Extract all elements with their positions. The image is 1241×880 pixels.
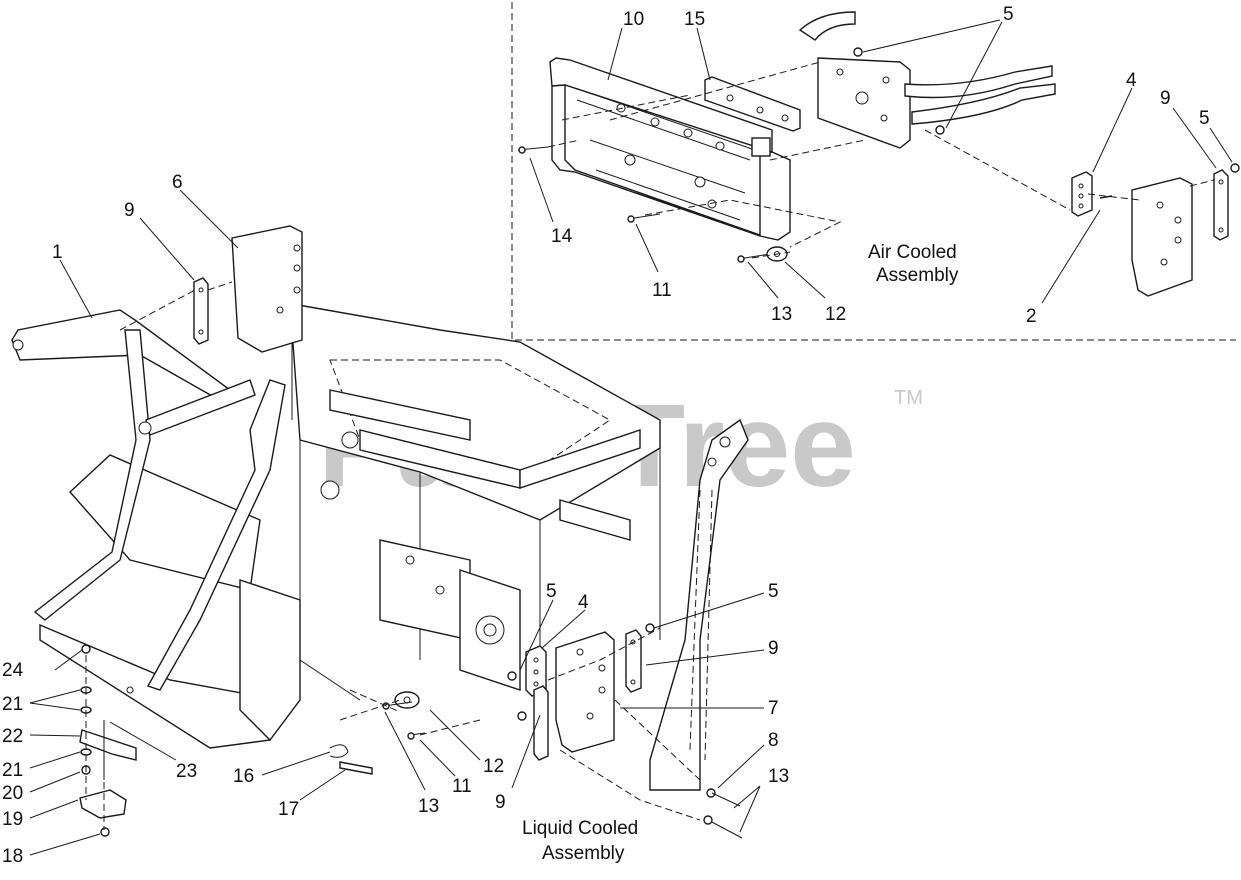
- air-plate-15: [704, 76, 801, 132]
- callout-air-13: 13: [771, 304, 792, 325]
- nut-5-left: [507, 671, 517, 681]
- liquid-cooled-label-line1: Liquid Cooled: [522, 818, 638, 839]
- callout-23: 23: [176, 761, 197, 782]
- liquid-upright-bar: [649, 418, 749, 791]
- callout-air-4: 4: [1126, 70, 1137, 91]
- air-bracket-square-tube: [751, 137, 771, 157]
- nut-24: [81, 644, 91, 654]
- pin-17: [339, 761, 373, 775]
- frame-side-plate-left: [379, 539, 471, 641]
- callout-air-11: 11: [652, 280, 672, 301]
- nut-9: [517, 711, 527, 721]
- callout-21b: 21: [2, 760, 23, 781]
- air-strap-top: [798, 11, 856, 41]
- callout-air-2: 2: [1026, 306, 1037, 327]
- watermark-trademark: TM: [894, 387, 923, 409]
- callout-9-right: 9: [768, 638, 779, 659]
- callout-air-5b: 5: [1199, 108, 1210, 129]
- link-9-left: [533, 685, 549, 761]
- callout-5-left: 5: [546, 581, 557, 602]
- callout-16: 16: [233, 766, 254, 787]
- nut-5-right: [645, 623, 655, 633]
- callout-air-12: 12: [825, 304, 846, 325]
- callout-9-top: 9: [124, 200, 135, 221]
- callout-19: 19: [2, 809, 23, 830]
- callout-5-right: 5: [768, 581, 779, 602]
- washer-8: [706, 788, 716, 798]
- liquid-cooled-label-line2: Assembly: [542, 843, 625, 864]
- frame-rail-a: [329, 389, 471, 441]
- air-side-bracket-2: [1131, 177, 1193, 297]
- air-nut-5c: [1230, 163, 1240, 173]
- air-bracket-body: [551, 84, 791, 241]
- callout-air-9: 9: [1160, 88, 1171, 109]
- callout-8: 8: [768, 730, 779, 751]
- callout-air-10: 10: [623, 9, 644, 30]
- air-cooled-assembly: 10 15 5 4 9 5 14 11 13 12 2 Air Cooled A…: [517, 4, 1240, 327]
- callout-6: 6: [172, 172, 183, 193]
- air-strap-right: [904, 65, 1053, 99]
- callout-1: 1: [52, 242, 63, 263]
- callout-air-5: 5: [1003, 4, 1014, 25]
- air-nut-5b: [935, 125, 945, 135]
- callout-13-right: 13: [768, 766, 789, 787]
- nut-18: [100, 827, 110, 837]
- callout-12: 12: [483, 756, 504, 777]
- rops-right-leg: [146, 379, 286, 691]
- callout-22: 22: [2, 726, 23, 747]
- bracket-7: [555, 631, 615, 753]
- callout-13-left: 13: [418, 796, 439, 817]
- air-link-9: [1213, 169, 1229, 241]
- front-panel: [239, 579, 301, 742]
- callout-21a: 21: [2, 694, 23, 715]
- frame-front-tab: [559, 499, 631, 541]
- main-frame-assembly: 6 9 1 5 4 5 9 7 8 13 12 11 13 9 16 17 24…: [2, 172, 789, 867]
- callout-20: 20: [2, 783, 23, 804]
- callout-7: 7: [768, 698, 779, 719]
- air-cooled-label-line1: Air Cooled: [868, 242, 957, 263]
- link-9-top: [193, 277, 209, 345]
- air-nut-5a: [853, 47, 863, 57]
- switch-19: [79, 789, 127, 819]
- rops-left-leg: [33, 329, 151, 621]
- air-cooled-label-line2: Assembly: [876, 265, 959, 286]
- callout-17: 17: [278, 799, 299, 820]
- callout-11: 11: [452, 776, 472, 797]
- callout-air-15: 15: [684, 9, 705, 30]
- callout-4: 4: [578, 592, 589, 613]
- switch-bracket-22: [79, 729, 137, 761]
- bracket-6: [231, 225, 303, 353]
- callout-24: 24: [2, 660, 24, 681]
- callout-air-14: 14: [551, 226, 573, 247]
- hairpin-16: [329, 744, 349, 758]
- callout-18: 18: [2, 846, 23, 867]
- callout-9-lower: 9: [495, 792, 506, 813]
- air-cooled-inset-border: [511, 2, 1236, 341]
- link-9-right: [625, 629, 642, 693]
- frame-crossmember: [519, 429, 641, 489]
